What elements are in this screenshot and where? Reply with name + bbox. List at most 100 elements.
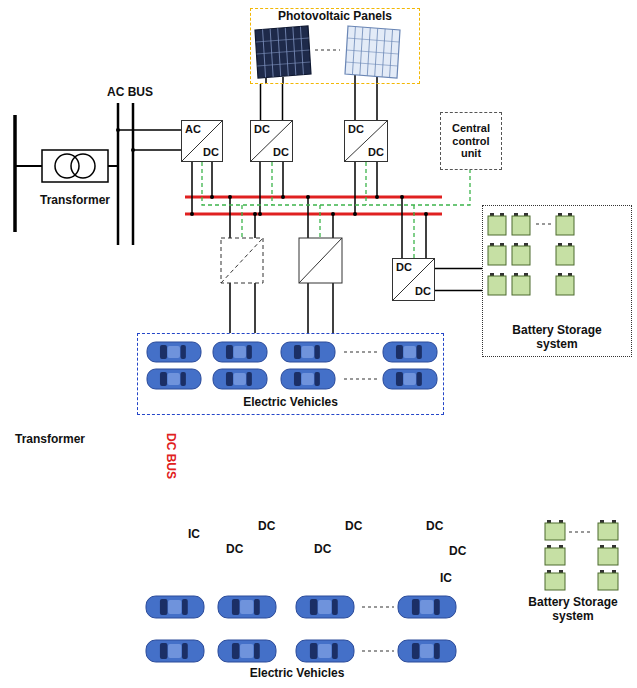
control-line — [271, 162, 272, 205]
car-window — [254, 643, 260, 659]
ev-car — [383, 369, 437, 389]
battery-storage-group: Battery Storage system — [482, 205, 632, 357]
ev-car — [147, 369, 201, 389]
ev-car — [146, 640, 204, 662]
control-line — [202, 162, 470, 205]
transformer-wiring — [15, 103, 181, 245]
car-window — [160, 345, 167, 359]
battery-body — [556, 216, 574, 235]
transformer-symbol: Transformer — [42, 150, 108, 182]
car-roof — [404, 373, 416, 385]
battery-body — [545, 548, 565, 565]
wire — [282, 162, 284, 197]
car-window — [294, 345, 301, 359]
battery-body — [488, 246, 506, 265]
battery-body — [556, 276, 574, 295]
junction-dot — [281, 195, 285, 199]
junction-dot — [116, 128, 120, 132]
wire — [118, 129, 181, 131]
node-text: DC — [203, 146, 219, 159]
battery-body — [512, 276, 530, 295]
car-body — [398, 640, 456, 662]
control-line — [241, 205, 242, 238]
junction-dot — [253, 212, 257, 216]
car-window — [314, 372, 319, 386]
node-text: Transformer — [40, 194, 110, 208]
wire — [229, 283, 231, 333]
battery-cell — [545, 520, 565, 540]
car-window — [434, 643, 440, 659]
car-body — [398, 596, 456, 618]
wire — [254, 283, 256, 333]
car-window — [310, 599, 318, 615]
repeat-dashes — [315, 49, 340, 50]
power-wire — [435, 269, 482, 291]
battery-cell — [598, 545, 618, 565]
battery-cell — [556, 213, 574, 235]
wire — [229, 197, 231, 238]
control-signals — [202, 162, 470, 258]
panel-stripe — [257, 50, 310, 54]
battery-body — [556, 246, 574, 265]
control-line — [319, 205, 320, 238]
transformer-body — [42, 150, 108, 182]
car-window — [180, 345, 185, 359]
wire — [133, 149, 181, 151]
junction-dot — [210, 195, 214, 199]
battery-cells — [488, 213, 618, 590]
control-line — [365, 162, 366, 205]
car-roof — [318, 600, 331, 614]
junction-dot — [375, 195, 379, 199]
junction-dot — [400, 195, 404, 199]
pv-panel — [345, 26, 400, 78]
ev-group: Electric Vehicles — [137, 333, 444, 415]
pv-panel — [255, 26, 311, 78]
car-roof — [420, 600, 433, 614]
car-window — [182, 599, 188, 615]
battery-cell — [556, 273, 574, 295]
converter-box: DCDC — [392, 258, 435, 301]
battery-cell — [512, 243, 530, 265]
control-line — [413, 205, 414, 258]
repeat-dashes — [536, 223, 552, 224]
wire — [191, 162, 193, 214]
car-roof — [240, 644, 253, 658]
ev-car — [383, 342, 437, 362]
ev-car — [281, 342, 335, 362]
part-label: AC BUS — [107, 86, 153, 100]
node-text: AC — [185, 123, 201, 136]
ev-car — [147, 342, 201, 362]
converter-box — [299, 238, 342, 283]
node-text: Battery Storage system — [502, 324, 612, 352]
car-window — [226, 345, 233, 359]
car-roof — [302, 346, 314, 358]
battery-cell — [512, 213, 530, 235]
panel-stripe — [257, 62, 310, 66]
junction-dot — [306, 195, 310, 199]
car-window — [412, 643, 420, 659]
panel-stripe — [256, 38, 309, 42]
car-body — [218, 596, 276, 618]
part-label: DC — [345, 520, 362, 534]
node-text: Photovoltaic Panels — [251, 9, 419, 24]
car-body — [147, 369, 201, 389]
car-roof — [168, 600, 181, 614]
wire — [376, 162, 378, 197]
car-window — [396, 372, 403, 386]
ev-car — [218, 596, 276, 618]
car-window — [182, 643, 188, 659]
car-window — [160, 643, 168, 659]
battery-cell — [556, 243, 574, 265]
wire — [425, 214, 427, 258]
node-text: Electric Vehicles — [243, 396, 338, 410]
converter-box-dashed — [221, 238, 263, 283]
junction-dot — [190, 212, 194, 216]
ev-car — [398, 596, 456, 618]
car-window — [226, 372, 233, 386]
junction-dot — [331, 212, 335, 216]
battery-cell — [545, 545, 565, 565]
car-roof — [420, 644, 433, 658]
car-window — [314, 345, 319, 359]
converter-diagonal — [345, 121, 387, 161]
